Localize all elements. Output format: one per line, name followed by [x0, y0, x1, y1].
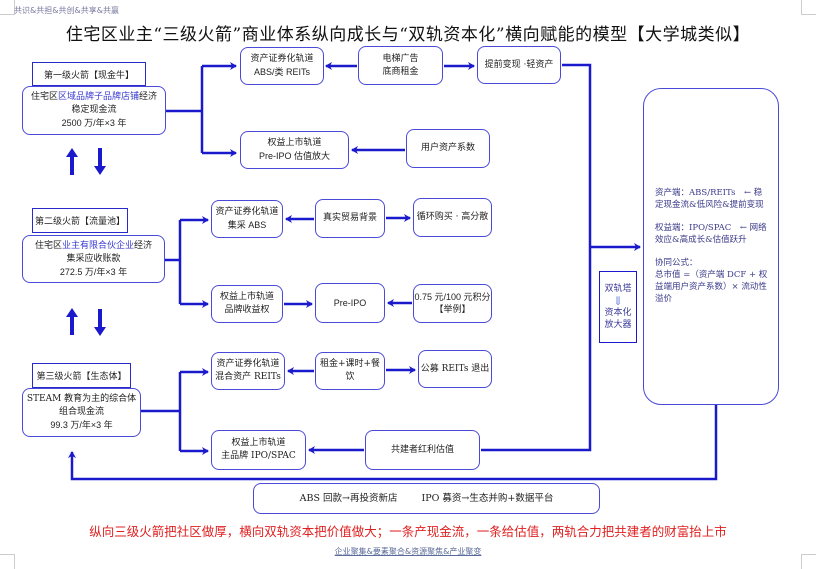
l3-rent: 租金+课时+餐饮	[315, 352, 385, 390]
l1-branch	[166, 66, 204, 153]
rocket-2-line3: 272.5 万/年×3 年	[59, 266, 128, 277]
crop-mark	[0, 554, 15, 569]
down-arrow-icon: ⇓	[612, 294, 624, 308]
rocket-1-line2: 稳定现金流	[71, 105, 117, 115]
l1-abs-track: 资产证券化轨道 ABS/类 REITs	[240, 47, 324, 85]
rocket-1-line3: 2500 万/年×3 年	[61, 118, 127, 128]
l3-reits-exit: 公募 REITs 退出	[418, 350, 492, 388]
loop-back-line	[68, 405, 718, 481]
node-line: 0.75 元/100 元积分	[414, 291, 491, 302]
l1-user-asset: 用户资产系数	[406, 129, 490, 168]
node-line: 权益上市轨道	[231, 438, 286, 448]
l2-trade: 真实贸易背景	[315, 199, 385, 238]
dual-rail-top: 双轨塔	[604, 284, 632, 294]
summary-equity: 权益端：IPO/SPAC ← 网络效应&高成长&估值跃升	[655, 223, 767, 245]
l1-ipo-track: 权益上市轨道 Pre-IPO 估值放大	[240, 131, 349, 169]
node-line: 底商租金	[382, 66, 419, 77]
text: 经济	[134, 240, 153, 251]
loop-ipo-text: IPO 募资→生态并购+数据平台	[421, 493, 554, 504]
node-line: 电梯广告	[382, 53, 419, 64]
rocket-3-line2: 组合现金流	[58, 407, 104, 417]
rocket-3-line1: STEAM 教育为主的综合体	[26, 394, 137, 404]
crop-mark	[0, 0, 15, 15]
highlight-text: 区域品牌子品牌店铺	[57, 92, 139, 102]
dual-rail-bottom: 放大器	[604, 320, 632, 330]
l3-branch	[141, 372, 182, 451]
stage-arrows	[66, 148, 106, 336]
crop-mark	[801, 0, 816, 15]
node-line: 资产证券化轨道	[250, 54, 314, 64]
text: 经济	[139, 92, 158, 102]
l2-ipo-track: 权益上市轨道 品牌收益权	[211, 285, 283, 323]
collector-line	[481, 63, 592, 452]
rocket-3-line3: 99.3 万/年×3 年	[50, 420, 113, 430]
header-motto: 共识&共担&共创&共享&共赢	[14, 6, 119, 15]
node-line: 权益上市轨道	[219, 292, 274, 302]
node-line: Pre-IPO 估值放大	[258, 151, 330, 161]
l2-cycle: 循环购买 · 高分散	[413, 198, 492, 237]
node-line: 资产证券化轨道	[216, 359, 280, 369]
l2-abs-track: 资产证券化轨道 集采 ABS	[211, 200, 283, 238]
l1-ads-rent: 电梯广告 底商租金	[358, 46, 443, 85]
rocket-1-line1: 住宅区区域品牌子品牌店铺经济	[31, 91, 157, 104]
text: 住宅区	[34, 240, 62, 251]
l2-preipo: Pre-IPO	[315, 283, 385, 323]
rocket-3-box: STEAM 教育为主的综合体 组合现金流 99.3 万/年×3 年	[22, 388, 141, 437]
up-arrow-icon	[66, 148, 78, 175]
node-line: 资产证券化轨道	[215, 207, 279, 217]
rocket-2-line1: 住宅区业主有限合伙企业经济	[35, 240, 152, 253]
rocket-2-label: 第二级火箭【流量池】	[32, 208, 128, 233]
rocket-2-box: 住宅区业主有限合伙企业经济 集采应收账款 272.5 万/年×3 年	[22, 235, 165, 283]
rocket-3-label: 第三级火箭【生态体】	[32, 363, 131, 388]
rocket-1-box: 住宅区区域品牌子品牌店铺经济 稳定现金流 2500 万/年×3 年	[22, 86, 166, 135]
down-arrow-icon	[94, 148, 106, 175]
node-line: 集采 ABS	[227, 220, 267, 230]
l2-points: 0.75 元/100 元积分 【举例】	[413, 284, 492, 323]
highlight-text: 业主有限合伙企业	[61, 240, 134, 251]
rocket-1-label: 第一级火箭【现金牛】	[32, 62, 146, 86]
node-line: 【举例】	[434, 304, 471, 315]
loop-abs-text: ABS 回款→再投资新店	[299, 493, 398, 504]
node-line: 主品牌 IPO/SPAC	[221, 451, 296, 461]
l1-early-cash: 提前变现 ·轻资产	[477, 46, 561, 84]
node-line: 权益上市轨道	[267, 138, 322, 148]
l3-dividend: 共建者红利估值	[365, 430, 480, 470]
up-arrow-icon	[66, 308, 78, 335]
reinvest-loop-box: ABS 回款→再投资新店 IPO 募资→生态并购+数据平台	[253, 483, 600, 514]
rocket-2-line2: 集采应收账款	[66, 253, 121, 264]
dual-rail-bottom: 资本化	[604, 308, 632, 318]
dual-rail-tower: 双轨塔 ⇓ 资本化 放大器	[599, 271, 637, 343]
l3-abs-track: 资产证券化轨道 混合资产 REITs	[211, 352, 285, 390]
node-line: ABS/类 REITs	[253, 67, 310, 77]
down-arrow-icon	[94, 309, 106, 336]
node-line: 混合资产 REITs	[215, 372, 281, 382]
summary-box: 资产端：ABS/REITs ← 稳定现金流&低风险&提前变现 权益端：IPO/S…	[643, 88, 779, 405]
conclusion-text: 纵向三级火箭把社区做厚，横向双轨资本把价值做大；一条产现金流，一条给估值，两轨合…	[89, 524, 727, 539]
formula-text: 总市值 =（资产端 DCF + 权益端用户资产系数）× 流动性溢价	[655, 270, 768, 304]
text: 住宅区	[30, 92, 58, 102]
page-title: 住宅区业主“三级火箭”商业体系纵向成长与“双轨资本化”横向赋能的模型【大学城类似…	[65, 25, 751, 45]
summary-asset: 资产端：ABS/REITs ← 稳定现金流&低风险&提前变现	[655, 188, 764, 210]
formula-title: 协同公式：	[655, 258, 698, 268]
l2-branch	[165, 220, 182, 304]
node-line: 品牌收益权	[224, 305, 270, 315]
footer-motto: 企业聚集&要素聚合&资源聚焦&产业聚变	[334, 547, 482, 556]
crop-mark	[801, 554, 816, 569]
l3-ipo-track: 权益上市轨道 主品牌 IPO/SPAC	[211, 430, 306, 470]
